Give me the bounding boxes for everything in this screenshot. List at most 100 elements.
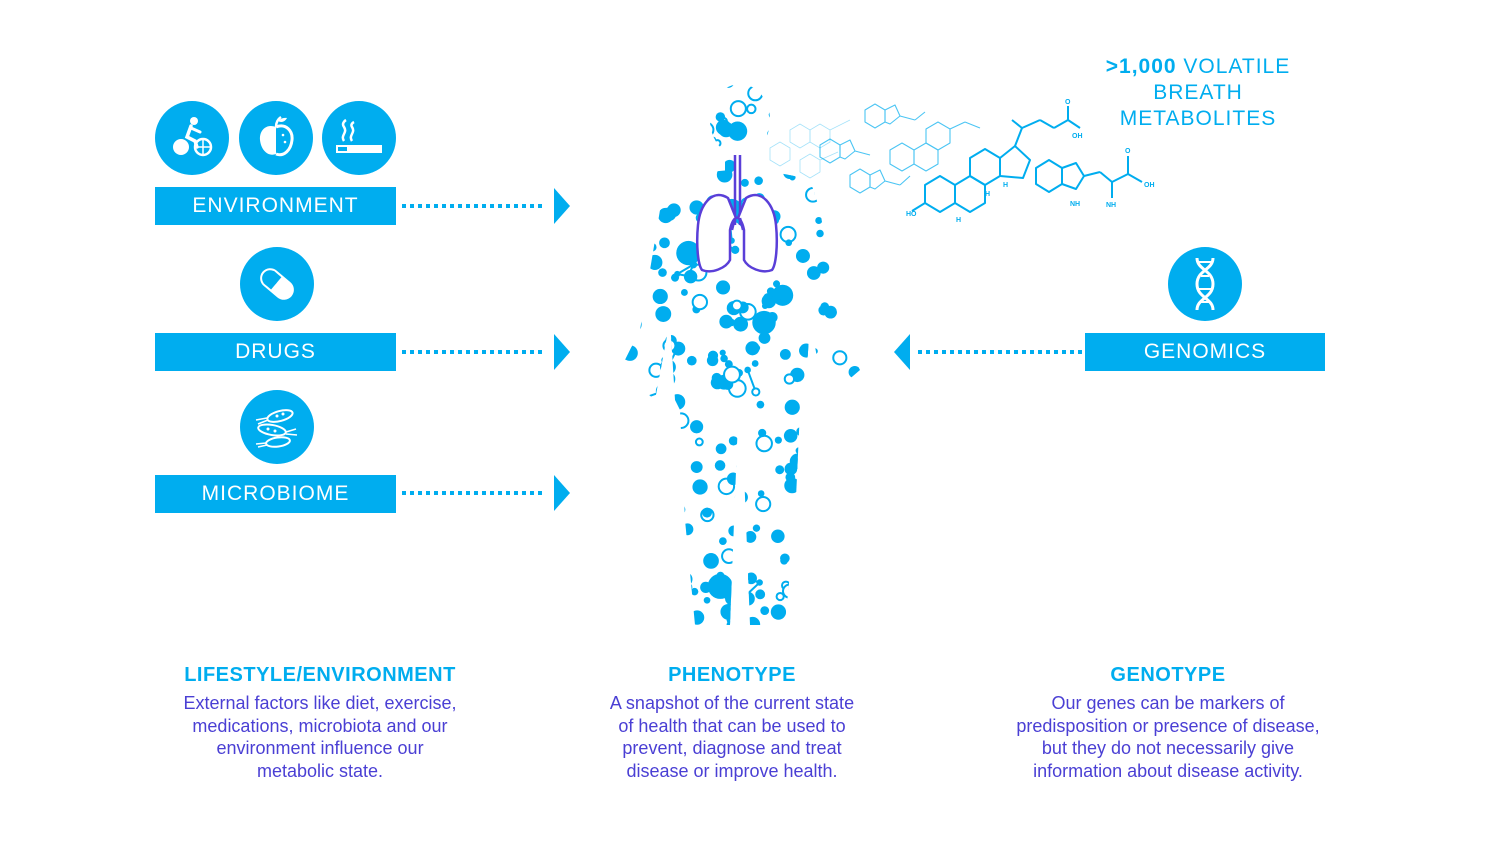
network-node xyxy=(661,356,669,364)
network-node xyxy=(698,121,715,138)
network-node xyxy=(671,618,683,625)
network-node xyxy=(620,398,633,410)
network-node xyxy=(600,263,613,276)
network-node xyxy=(792,84,802,93)
network-node xyxy=(670,496,681,507)
network-node xyxy=(620,142,625,156)
network-node xyxy=(813,508,840,534)
network-node xyxy=(758,428,767,438)
phenotype-line: of health that can be used to xyxy=(618,715,846,736)
network-node xyxy=(832,350,848,366)
drugs-arrow xyxy=(402,334,570,370)
network-node xyxy=(641,100,657,115)
network-node xyxy=(620,562,621,570)
environment-label-text: ENVIRONMENT xyxy=(192,194,359,217)
network-node xyxy=(637,256,646,266)
network-node xyxy=(620,191,629,200)
network-node xyxy=(674,140,690,156)
network-node xyxy=(818,90,825,97)
network-node xyxy=(772,156,782,166)
lifestyle-line: environment influence our xyxy=(216,738,424,758)
network-node xyxy=(826,404,839,417)
network-node xyxy=(839,407,854,422)
mol-label-ho: HO xyxy=(906,211,917,218)
network-node xyxy=(658,268,667,277)
network-node xyxy=(602,409,613,420)
network-node xyxy=(652,288,668,305)
network-node xyxy=(643,179,650,186)
network-node xyxy=(664,547,681,564)
breath-metabolites-caption: >1,000 VOLATILE BREATH METABOLITES xyxy=(1080,54,1316,132)
network-node xyxy=(805,187,821,203)
network-node xyxy=(768,110,776,119)
network-node xyxy=(846,469,860,484)
network-node xyxy=(816,229,824,238)
network-node xyxy=(806,266,821,280)
network-node xyxy=(853,416,860,425)
network-node xyxy=(703,553,719,569)
network-node xyxy=(620,496,641,521)
network-node xyxy=(639,84,654,88)
network-node xyxy=(622,322,629,330)
network-node xyxy=(604,194,610,200)
network-node xyxy=(800,587,811,598)
network-node xyxy=(804,427,814,437)
network-node xyxy=(814,462,828,476)
network-node xyxy=(600,487,612,505)
network-node xyxy=(720,354,728,363)
network-node xyxy=(670,602,683,615)
network-node xyxy=(775,591,785,602)
network-node xyxy=(777,115,791,129)
network-node xyxy=(755,434,773,453)
network-node xyxy=(819,149,829,159)
network-bond xyxy=(766,143,794,160)
network-node xyxy=(795,248,810,263)
network-node xyxy=(788,138,799,150)
network-node xyxy=(747,85,764,102)
network-node xyxy=(836,388,847,398)
lifestyle-line: metabolic state. xyxy=(256,760,384,781)
network-node xyxy=(728,436,739,446)
pill-icon xyxy=(240,247,314,321)
network-node xyxy=(684,88,692,96)
network-node xyxy=(634,199,642,207)
phenotype-description: A snapshot of the current state of healt… xyxy=(532,692,932,782)
network-node xyxy=(796,427,806,437)
network-node xyxy=(802,551,816,565)
network-node xyxy=(832,563,844,575)
network-node xyxy=(694,437,704,447)
bacteria-icon xyxy=(240,390,314,464)
network-node xyxy=(766,311,778,323)
network-node xyxy=(845,219,857,232)
network-node xyxy=(738,572,749,583)
network-node xyxy=(740,591,755,606)
network-node xyxy=(623,581,634,592)
network-bond xyxy=(645,84,651,108)
network-node xyxy=(600,157,614,172)
network-node xyxy=(772,280,781,288)
network-node xyxy=(771,123,779,132)
network-node xyxy=(734,490,748,504)
network-node xyxy=(676,240,701,266)
network-node xyxy=(632,255,640,263)
network-node xyxy=(808,434,817,444)
network-node xyxy=(728,525,740,537)
network-node xyxy=(620,160,628,177)
network-node xyxy=(848,133,856,142)
network-node xyxy=(838,526,851,540)
network-node xyxy=(820,410,836,426)
network-node xyxy=(780,159,796,175)
network-node xyxy=(643,84,651,86)
network-node xyxy=(745,341,760,356)
network-node xyxy=(707,350,719,361)
network-node xyxy=(763,293,773,302)
bicycle-icon xyxy=(155,101,229,175)
network-bond xyxy=(623,171,643,197)
network-node xyxy=(731,245,740,255)
genomics-label-text: GENOMICS xyxy=(1143,340,1267,363)
network-node xyxy=(785,239,793,247)
network-node xyxy=(760,606,770,616)
network-node xyxy=(622,426,631,435)
network-node xyxy=(832,488,843,498)
network-node xyxy=(745,616,761,625)
